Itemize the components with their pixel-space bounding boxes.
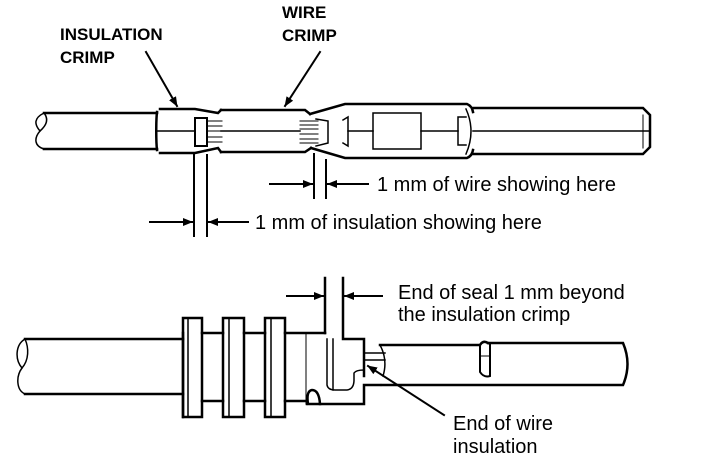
seal-body bbox=[181, 316, 327, 419]
bottom-contact bbox=[363, 340, 629, 387]
wire-insulation-end-pointer bbox=[366, 364, 446, 417]
insulation-showing-label: 1 mm of insulation showing here bbox=[255, 212, 542, 234]
wire-insulation-end-label: End of wire insulation bbox=[453, 413, 559, 458]
wire-crimp-label: WIRE CRIMP bbox=[282, 3, 337, 45]
insulation-crimp-section bbox=[155, 107, 223, 155]
wire-showing-dimension bbox=[269, 153, 369, 199]
bottom-insulation-crimp bbox=[305, 276, 382, 406]
contact-body bbox=[308, 102, 475, 160]
wire-showing-label: 1 mm of wire showing here bbox=[377, 174, 616, 196]
wire-crimp-section bbox=[219, 108, 329, 154]
wire-crimp-pointer bbox=[283, 50, 322, 108]
pin-tip bbox=[471, 106, 652, 156]
seal-end-label: End of seal 1 mm beyond the insulation c… bbox=[398, 282, 630, 326]
wire-cable bbox=[35, 111, 159, 151]
insulation-crimp-label: INSULATION CRIMP bbox=[60, 25, 167, 67]
insulation-crimp-pointer bbox=[144, 50, 179, 108]
bottom-seal-diagram: End of seal 1 mm beyond the insulation c… bbox=[16, 276, 630, 458]
bottom-wire-cable bbox=[16, 337, 185, 396]
insulation-showing-dimension bbox=[149, 154, 249, 237]
top-terminal-diagram: INSULATION CRIMP WIRE CRIMP 1 mm of wire… bbox=[35, 3, 652, 237]
